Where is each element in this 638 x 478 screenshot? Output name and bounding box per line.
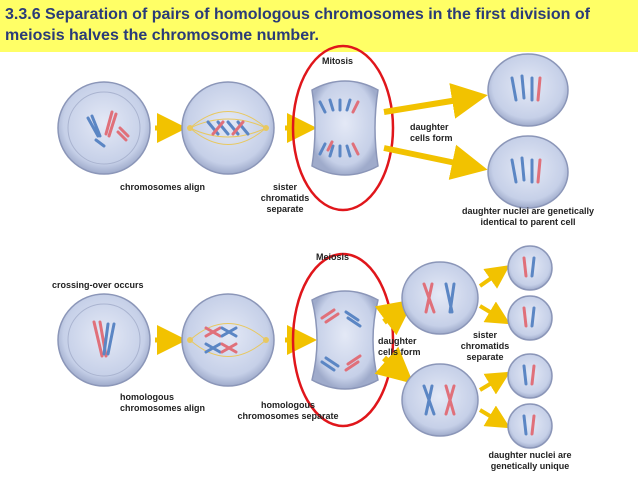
meiosis-heading: Meiosis xyxy=(316,252,350,262)
mitosis-row xyxy=(57,44,569,212)
meiosis-label-unique: daughter nuclei are genetically unique xyxy=(488,450,572,471)
mitosis-cell-align xyxy=(181,81,275,175)
title-banner: 3.3.6 Separation of pairs of homologous … xyxy=(0,0,638,52)
mitosis-label-identical: daughter nuclei are genetically identica… xyxy=(461,206,595,227)
mitosis-cell-anaphase xyxy=(311,80,379,176)
meiosis-arrow-upper xyxy=(374,299,415,336)
mitosis-heading: Mitosis xyxy=(322,56,354,66)
meiosis-daughter-1 xyxy=(401,261,479,335)
meiosis-label-sister: sister chromatids separate xyxy=(460,330,510,362)
meiosis-highlight-ring xyxy=(291,252,395,428)
mitosis-daughter-1 xyxy=(487,53,569,127)
mitosis-label-sister: sister chromatids separate xyxy=(260,182,310,214)
mitosis-arrow-upper xyxy=(383,83,488,119)
meiosis-arrow-lower xyxy=(374,346,414,384)
meiosis-label-daughter: daughter cells form xyxy=(378,336,421,357)
meiosis-label-homolog-align: homologous chromosomes align xyxy=(120,392,206,413)
mitosis-label-daughter: daughter cells form xyxy=(410,122,453,143)
meiosis-label-homolog-separate: homologous chromosomes separate xyxy=(237,400,339,421)
meiosis-cell-parent xyxy=(57,293,151,387)
mitosis-highlight-ring xyxy=(291,44,395,212)
meiosis-gamete-1 xyxy=(507,245,553,291)
meiosis-cell-align xyxy=(181,293,275,387)
mitosis-label-align: chromosomes align xyxy=(120,182,206,192)
meiosis-label-crossing: crossing-over occurs xyxy=(52,280,144,290)
meiosis-row xyxy=(57,245,553,449)
mitosis-arrow-lower xyxy=(383,144,488,180)
meiosis-gamete-3 xyxy=(507,353,553,399)
meiosis-daughter-2 xyxy=(401,363,479,437)
meiosis-gamete-2 xyxy=(507,295,553,341)
meiosis-cell-anaphase xyxy=(311,290,379,390)
meiosis-gamete-4 xyxy=(507,403,553,449)
mitosis-daughter-2 xyxy=(487,135,569,209)
slide-title: 3.3.6 Separation of pairs of homologous … xyxy=(5,6,590,44)
mitosis-cell-parent xyxy=(57,81,151,175)
